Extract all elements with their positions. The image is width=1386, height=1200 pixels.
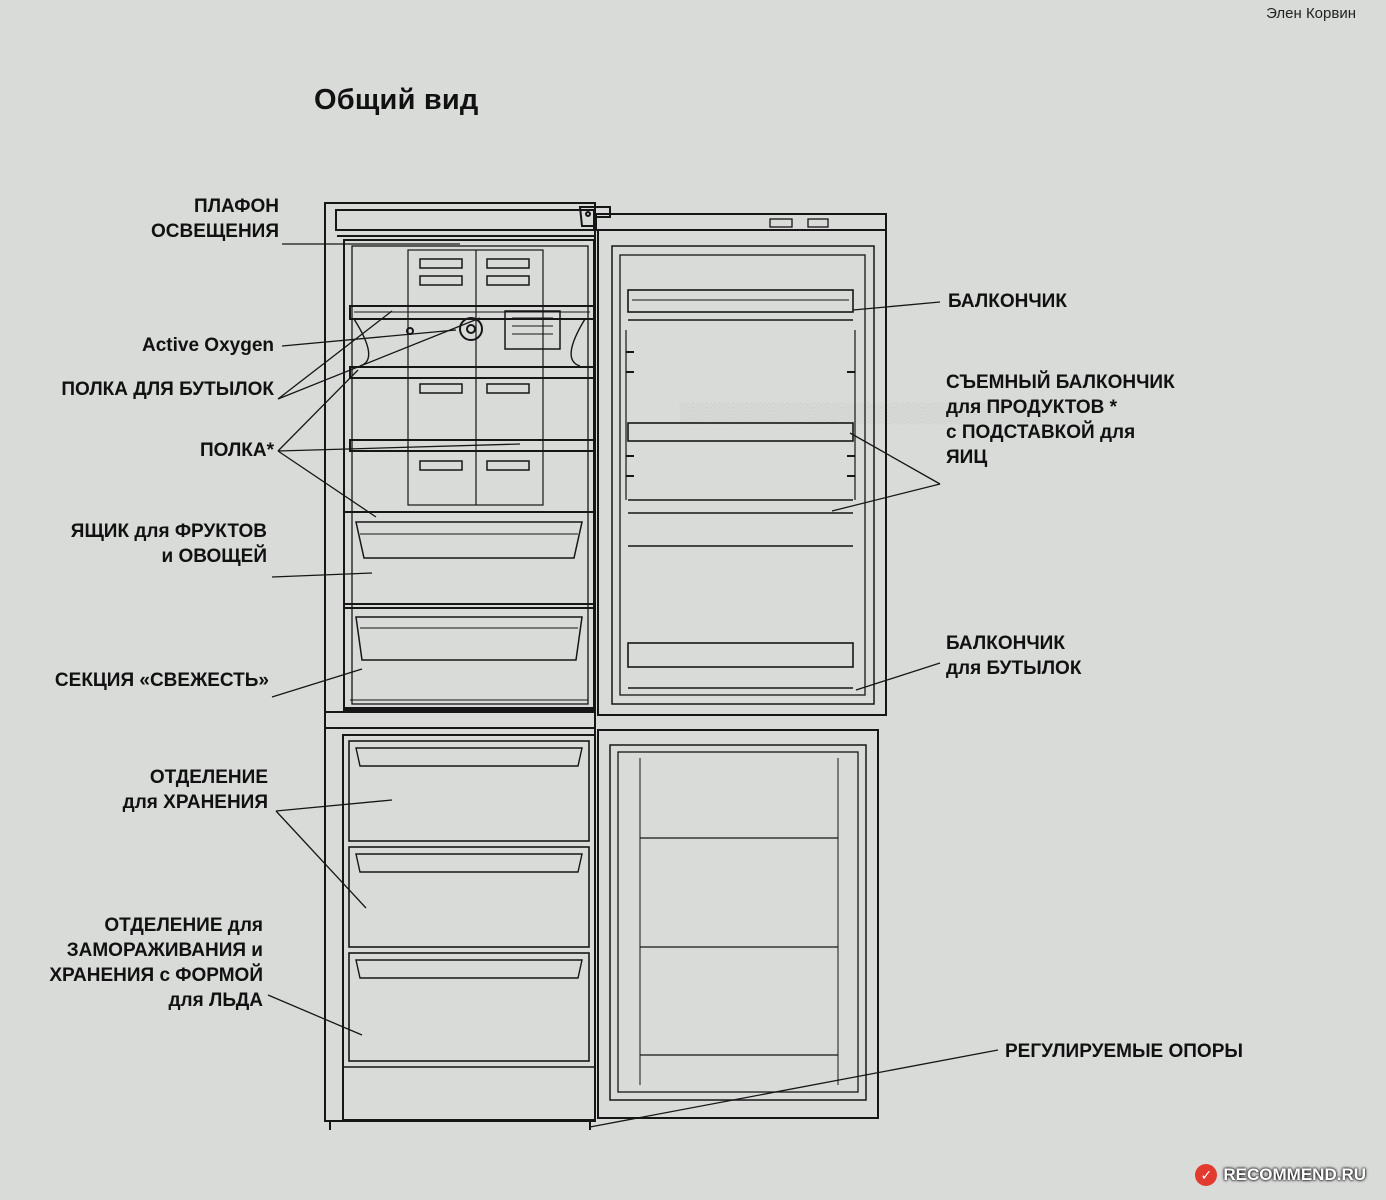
label-line: для БУТЫЛОК: [946, 658, 1082, 679]
crisper-drawer: [343, 511, 595, 605]
shelf-3: [349, 439, 595, 452]
freezer-drawer-1: [348, 740, 590, 842]
label-feet: РЕГУЛИРУЕМЫЕ ОПОРЫ: [1005, 1041, 1243, 1062]
label-balcony: БАЛКОНЧИК: [948, 291, 1067, 312]
label-removable-balcony: СЪЕМНЫЙ БАЛКОНЧИК для ПРОДУКТОВ * с ПОДС…: [946, 370, 1175, 470]
fridge-cabinet: [324, 202, 596, 1130]
leader-bottle-shelf-1: [277, 310, 393, 400]
leader-shelf-1: [277, 369, 359, 452]
leader-freezing: [267, 994, 363, 1036]
leader-storage-2: [275, 810, 367, 909]
leader-bottle-balcony: [855, 662, 941, 691]
brand-text: RECOMMEND.RU: [1223, 1165, 1366, 1184]
label-line: ПЛАФОН: [194, 196, 279, 217]
label-line: для ЛЬДА: [168, 990, 264, 1011]
label-line: ЯЩИК для ФРУКТОВ: [70, 521, 267, 542]
label-bottle-balcony: БАЛКОНЧИК для БУТЫЛОК: [946, 631, 1081, 681]
leader-feet: [589, 1049, 999, 1128]
fridge-door: [597, 229, 887, 716]
shelf-2: [349, 366, 595, 379]
label-bottle-shelf: ПОЛКА ДЛЯ БУТЫЛОК: [61, 379, 274, 400]
leader-balcony: [852, 301, 941, 311]
label-line: для ПРОДУКТОВ *: [946, 397, 1118, 418]
label-fresh: СЕКЦИЯ «СВЕЖЕСТЬ»: [54, 670, 269, 691]
leader-removable-1: [849, 432, 941, 485]
freezer-drawer-3: [348, 952, 590, 1062]
label-line: БАЛКОНЧИК: [946, 633, 1065, 654]
label-line: для ХРАНЕНИЯ: [122, 792, 268, 813]
fresh-zone-drawer: [343, 607, 595, 709]
leader-shelf-3: [277, 450, 377, 518]
door-balcony-bottle: [627, 642, 854, 689]
leader-fresh: [271, 668, 363, 698]
freezer-drawer-2: [348, 846, 590, 948]
label-shelf: ПОЛКА*: [199, 440, 274, 461]
door-balcony-removable: [627, 422, 854, 547]
freezer-door: [597, 729, 879, 1119]
r-logo-icon: ✓: [1195, 1164, 1218, 1186]
leader-crisper: [271, 572, 373, 578]
label-freezing: ОТДЕЛЕНИЕ для ЗАМОРАЖИВАНИЯ и ХРАНЕНИЯ с…: [49, 913, 263, 1013]
shelf-1: [349, 305, 595, 320]
label-line: и ОВОЩЕЙ: [161, 546, 267, 567]
label-active-oxygen: Active Oxygen: [142, 335, 274, 356]
label-line: ОСВЕЩЕНИЯ: [151, 221, 279, 242]
label-light: ПЛАФОН ОСВЕЩЕНИЯ: [151, 194, 279, 244]
brand-watermark: ✓ RECOMMEND.RU: [1195, 1164, 1366, 1186]
leader-bottle-shelf-2: [277, 317, 481, 400]
label-line: ЗАМОРАЖИВАНИЯ и: [66, 940, 263, 961]
leader-active-oxygen: [281, 329, 457, 347]
label-crisper: ЯЩИК для ФРУКТОВ и ОВОЩЕЙ: [71, 519, 267, 569]
leader-shelf-2: [277, 443, 521, 452]
page-title: Общий вид: [314, 84, 479, 116]
author-watermark: Элен Корвин: [1266, 5, 1356, 22]
door-balcony-top: [627, 289, 854, 321]
label-line: с ПОДСТАВКОЙ для: [946, 422, 1136, 443]
leader-storage-1: [275, 799, 393, 812]
leader-removable-2: [831, 483, 941, 512]
label-line: ОТДЕЛЕНИЕ для: [104, 915, 263, 936]
leader-lines: [267, 243, 999, 1128]
label-line: ЯИЦ: [946, 447, 988, 468]
label-line: СЪЕМНЫЙ БАЛКОНЧИК: [946, 372, 1175, 393]
label-storage: ОТДЕЛЕНИЕ для ХРАНЕНИЯ: [123, 765, 268, 815]
label-line: ОТДЕЛЕНИЕ: [149, 767, 268, 788]
label-line: ХРАНЕНИЯ с ФОРМОЙ: [49, 965, 263, 986]
